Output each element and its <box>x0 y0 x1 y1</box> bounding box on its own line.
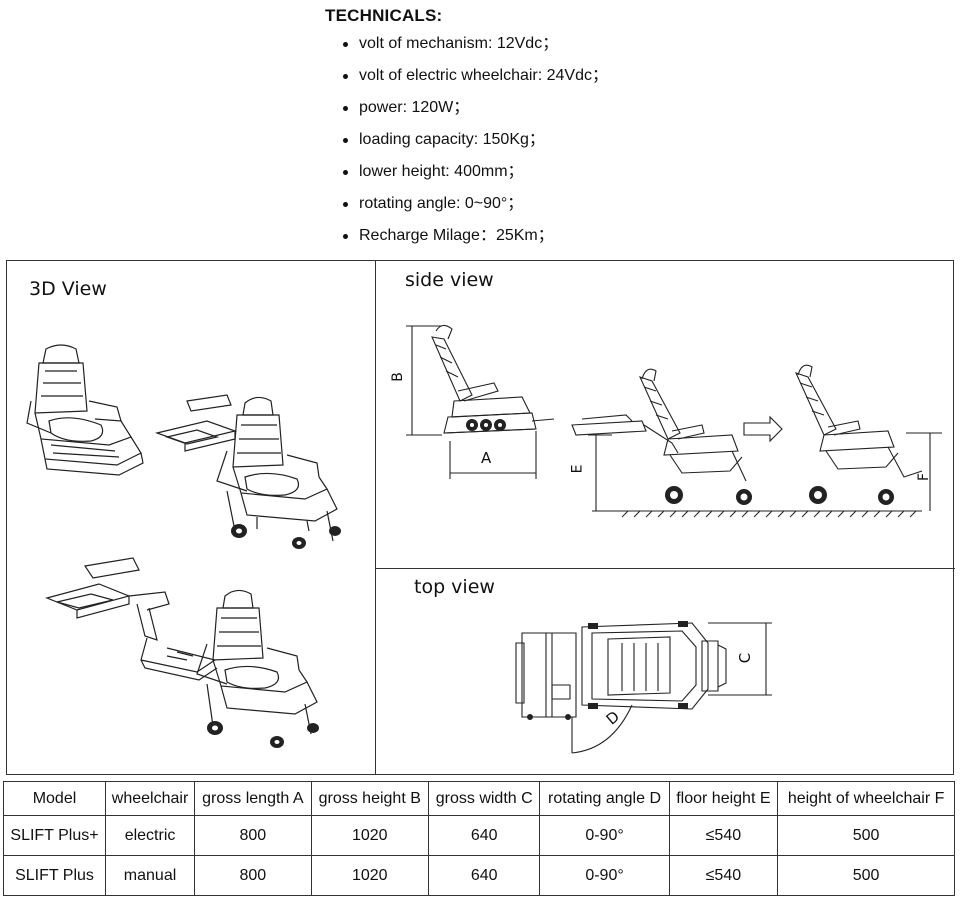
dim-label-a: A <box>481 449 492 467</box>
tech-item-mechanism-voltage: volt of mechanism: 12Vdc； <box>343 34 925 66</box>
cell-wheelchair-height: 500 <box>777 815 955 856</box>
cell-wheelchair-height: 500 <box>777 855 955 896</box>
technicals-list: volt of mechanism: 12Vdc； volt of electr… <box>343 34 925 258</box>
dim-label-c: C <box>736 652 755 664</box>
cell-wheelchair: electric <box>104 815 196 856</box>
cell-wheelchair: manual <box>104 855 196 896</box>
header-gross-width: gross width C <box>427 781 541 816</box>
panel-divider-vertical <box>375 261 376 774</box>
seat-3d-lifting-arm-drawing <box>37 556 319 748</box>
cell-gross-length: 800 <box>194 815 312 856</box>
header-model: Model <box>3 781 106 816</box>
cell-rotating-angle: 0-90° <box>539 815 670 856</box>
spec-table: Model wheelchair gross length A gross he… <box>3 781 955 896</box>
cell-model: SLIFT Plus <box>3 855 106 896</box>
view3d-label: 3D View <box>29 278 107 300</box>
dim-label-f: F <box>916 472 933 482</box>
cell-model: SLIFT Plus+ <box>3 815 106 856</box>
side-view-drawing <box>382 321 942 516</box>
header-gross-length: gross length A <box>194 781 312 816</box>
spec-table-header-row: Model wheelchair gross length A gross he… <box>3 781 955 816</box>
header-floor-height: floor height E <box>668 781 779 816</box>
cell-floor-height: ≤540 <box>668 855 779 896</box>
cell-rotating-angle: 0-90° <box>539 855 670 896</box>
table-row: SLIFT Plus manual 800 1020 640 0-90° ≤54… <box>3 855 955 896</box>
tech-item-rotating-angle: rotating angle: 0~90°； <box>343 194 925 226</box>
header-wheelchair-height: height of wheelchair F <box>777 781 955 816</box>
header-wheelchair: wheelchair <box>104 781 196 816</box>
tech-item-lower-height: lower height: 400mm； <box>343 162 925 194</box>
dim-label-e: E <box>569 464 586 474</box>
technicals-section: TECHNICALS: volt of mechanism: 12Vdc； vo… <box>325 6 925 258</box>
panel-divider-horizontal <box>376 568 955 569</box>
top-view-drawing <box>512 621 782 763</box>
header-gross-height: gross height B <box>310 781 429 816</box>
cell-gross-width: 640 <box>427 855 541 896</box>
header-rotating-angle: rotating angle D <box>539 781 670 816</box>
seat-3d-wheelchair-drawing <box>157 381 341 549</box>
cell-gross-length: 800 <box>194 855 312 896</box>
tech-item-wheelchair-voltage: volt of electric wheelchair: 24Vdc； <box>343 66 925 98</box>
seat-3d-base-drawing <box>21 341 151 491</box>
tech-item-power: power: 120W； <box>343 98 925 130</box>
dim-label-b: B <box>389 372 406 382</box>
cell-floor-height: ≤540 <box>668 815 779 856</box>
side-view-label: side view <box>405 269 494 291</box>
tech-item-loading-capacity: loading capacity: 150Kg； <box>343 130 925 162</box>
cell-gross-width: 640 <box>427 815 541 856</box>
technicals-title: TECHNICALS: <box>325 6 443 25</box>
top-view-label: top view <box>414 576 495 598</box>
drawings-frame: 3D View side view top view <box>6 260 955 775</box>
cell-gross-height: 1020 <box>310 855 429 896</box>
cell-gross-height: 1020 <box>310 815 429 856</box>
tech-item-recharge-milage: Recharge Milage：25Km； <box>343 226 925 258</box>
table-row: SLIFT Plus+ electric 800 1020 640 0-90° … <box>3 815 955 856</box>
